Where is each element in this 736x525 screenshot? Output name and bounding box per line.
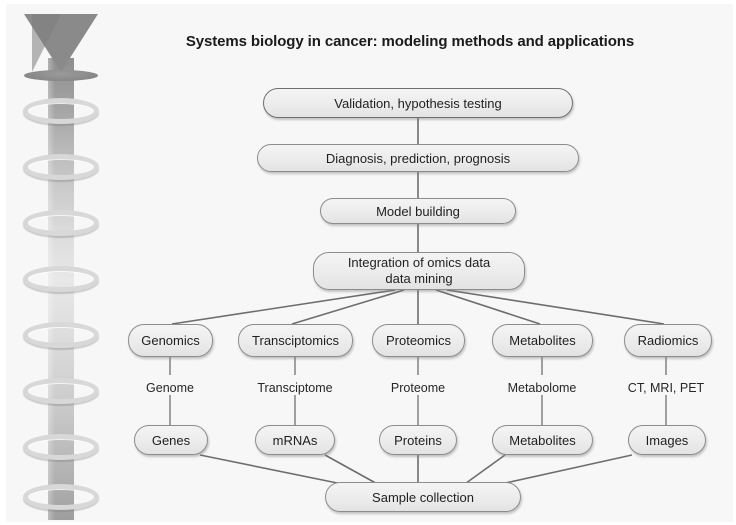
label-transciptome: Transciptome [257, 381, 333, 395]
figure-title: Systems biology in cancer: modeling meth… [185, 33, 635, 50]
arrow-ring [23, 98, 99, 124]
upward-progress-arrow [18, 6, 104, 522]
arrow-ring [23, 322, 99, 348]
arrow-ring [23, 266, 99, 292]
arrow-ring [23, 434, 99, 460]
arrow-ring [23, 484, 99, 510]
arrow-head-icon [24, 14, 98, 81]
arrow-ring [23, 154, 99, 180]
node-proteomics[interactable]: Proteomics [372, 324, 465, 357]
node-sample-collection[interactable]: Sample collection [325, 482, 521, 512]
link-integration-genomics [171, 289, 396, 325]
integration-line-2: data mining [385, 271, 453, 286]
link-integration-transciptomics [291, 289, 405, 325]
link-genes-sample [199, 454, 353, 487]
node-genes[interactable]: Genes [134, 425, 208, 455]
link-integration-metabolites [435, 289, 541, 325]
node-diagnosis[interactable]: Diagnosis, prediction, prognosis [257, 144, 579, 172]
label-genome: Genome [146, 381, 194, 395]
integration-line-1: Integration of omics data [347, 255, 491, 270]
node-metabolites[interactable]: Metabolites [492, 425, 593, 455]
node-metabolites-omics[interactable]: Metabolites [492, 324, 593, 357]
link-images-sample [491, 454, 633, 487]
node-mrnas[interactable]: mRNAs [255, 425, 335, 455]
link-metabolites-sample [461, 454, 506, 487]
arrow-ring [23, 210, 99, 236]
node-images[interactable]: Images [628, 425, 706, 455]
node-genomics[interactable]: Genomics [128, 324, 213, 357]
arrow-ring [23, 378, 99, 404]
node-radiomics[interactable]: Radiomics [624, 324, 712, 357]
node-proteins[interactable]: Proteins [379, 425, 457, 455]
link-mrnas-sample [324, 454, 382, 487]
node-integration[interactable]: Integration of omics data data mining [313, 252, 525, 290]
node-transciptomics[interactable]: Transciptomics [238, 324, 353, 357]
label-imaging-modalities: CT, MRI, PET [627, 381, 705, 395]
node-model-building[interactable]: Model building [320, 198, 516, 224]
link-integration-radiomics [446, 289, 665, 325]
node-validation[interactable]: Validation, hypothesis testing [263, 88, 573, 118]
label-proteome: Proteome [390, 381, 446, 395]
label-metabolome: Metabolome [507, 381, 577, 395]
